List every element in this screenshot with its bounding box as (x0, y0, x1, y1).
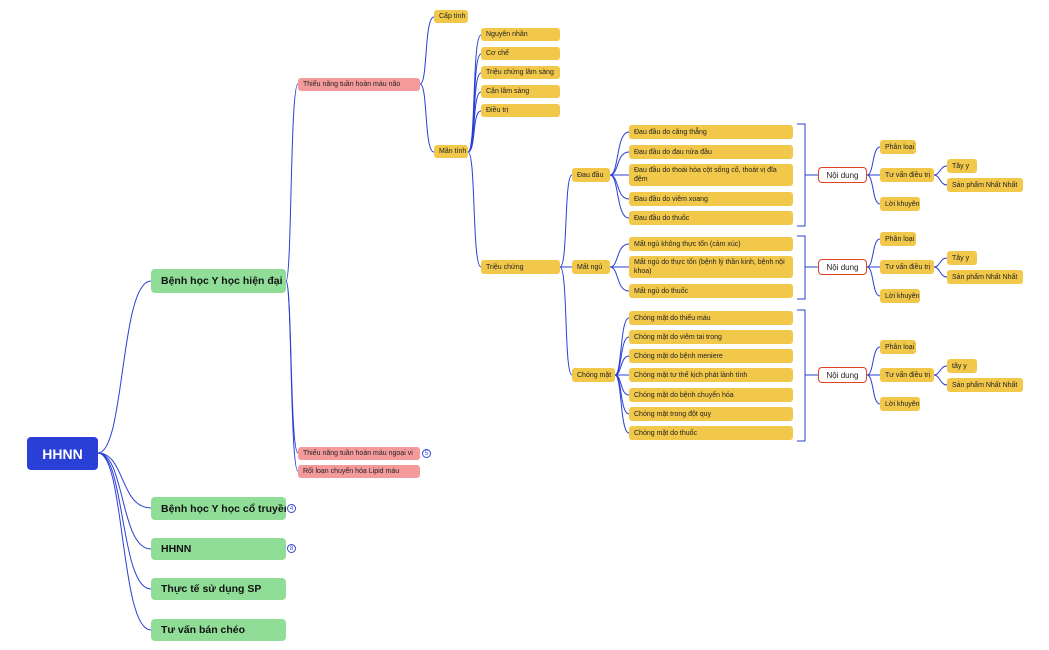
node-clinical-symptoms[interactable]: Triệu chứng lâm sàng (481, 66, 560, 79)
node-advice[interactable]: Lời khuyên (880, 397, 920, 411)
node-insomnia[interactable]: Mất ngủ (572, 260, 610, 274)
node-cause[interactable]: Nguyên nhân (481, 28, 560, 41)
node-chronic[interactable]: Mãn tính (434, 145, 468, 158)
node-dizziness[interactable]: Chóng mặt (572, 368, 615, 382)
collapsed-count-badge[interactable]: 4 (287, 504, 296, 513)
node-paraclinical[interactable]: Cận lâm sàng (481, 85, 560, 98)
list-item-headache[interactable]: Đau đầu do thuốc (629, 211, 793, 225)
node-western-medicine[interactable]: tây y (947, 359, 977, 373)
list-item-headache[interactable]: Đau đầu do thoái hóa cột sống cổ, thoát … (629, 164, 793, 186)
collapsed-count-badge[interactable]: 5 (422, 449, 431, 458)
list-item-insomnia[interactable]: Mất ngủ do thuốc (629, 284, 793, 298)
node-treatment-advice[interactable]: Tư vấn điều trị (880, 168, 934, 182)
list-item-dizziness[interactable]: Chóng mặt do bệnh chuyển hóa (629, 388, 793, 402)
node-nhat-nhat-product[interactable]: Sản phẩm Nhất Nhất (947, 270, 1023, 284)
node-symptoms[interactable]: Triệu chứng (481, 260, 560, 274)
node-advice[interactable]: Lời khuyên (880, 289, 920, 303)
list-item-headache[interactable]: Đau đầu do viêm xoang (629, 192, 793, 206)
list-item-dizziness[interactable]: Chóng mặt do bệnh meniere (629, 349, 793, 363)
node-hhnn[interactable]: HHNN (151, 538, 286, 560)
list-item-dizziness[interactable]: Chóng mặt do viêm tai trong (629, 330, 793, 344)
node-content[interactable]: Nội dung (818, 367, 867, 383)
node-cross-selling[interactable]: Tư vấn bán chéo (151, 619, 286, 641)
list-item-dizziness[interactable]: Chóng mặt tư thế kịch phát lành tính (629, 368, 793, 382)
node-nhat-nhat-product[interactable]: Sản phẩm Nhất Nhất (947, 178, 1023, 192)
list-item-insomnia[interactable]: Mất ngủ không thực tổn (cảm xúc) (629, 237, 793, 251)
node-product-practice[interactable]: Thực tế sử dụng SP (151, 578, 286, 600)
node-mechanism[interactable]: Cơ chế (481, 47, 560, 60)
node-treatment[interactable]: Điều trị (481, 104, 560, 117)
node-content[interactable]: Nội dung (818, 259, 867, 275)
list-item-dizziness[interactable]: Chóng mặt do thuốc (629, 426, 793, 440)
list-item-dizziness[interactable]: Chóng mặt trong đột quỵ (629, 407, 793, 421)
list-item-dizziness[interactable]: Chóng mặt do thiếu máu (629, 311, 793, 325)
node-classification[interactable]: Phân loại (880, 340, 916, 354)
node-classification[interactable]: Phân loại (880, 140, 916, 154)
node-modern-medicine[interactable]: Bệnh học Y học hiện đại (151, 269, 286, 293)
node-western-medicine[interactable]: Tây y (947, 159, 977, 173)
node-advice[interactable]: Lời khuyên (880, 197, 920, 211)
node-headache[interactable]: Đau đầu (572, 168, 610, 182)
node-acute[interactable]: Cấp tính (434, 10, 468, 23)
list-item-insomnia[interactable]: Mất ngủ do thực tổn (bệnh lý thần kinh, … (629, 256, 793, 278)
list-item-headache[interactable]: Đau đầu do căng thẳng (629, 125, 793, 139)
node-lipid-disorder[interactable]: Rối loạn chuyển hóa Lipid máu (298, 465, 420, 478)
node-treatment-advice[interactable]: Tư vấn điều trị (880, 368, 934, 382)
node-nhat-nhat-product[interactable]: Sản phẩm Nhất Nhất (947, 378, 1023, 392)
collapsed-count-badge[interactable]: 8 (287, 544, 296, 553)
node-peripheral-circulation[interactable]: Thiểu năng tuần hoàn máu ngoại vi (298, 447, 420, 460)
node-treatment-advice[interactable]: Tư vấn điều trị (880, 260, 934, 274)
root-node[interactable]: HHNN (27, 437, 98, 470)
node-brain-circulation[interactable]: Thiểu năng tuần hoàn máu não (298, 78, 420, 91)
node-western-medicine[interactable]: Tây y (947, 251, 977, 265)
node-traditional-medicine[interactable]: Bệnh học Y học cổ truyền (151, 497, 286, 520)
node-classification[interactable]: Phân loại (880, 232, 916, 246)
node-content[interactable]: Nội dung (818, 167, 867, 183)
list-item-headache[interactable]: Đau đầu do đau nửa đầu (629, 145, 793, 159)
